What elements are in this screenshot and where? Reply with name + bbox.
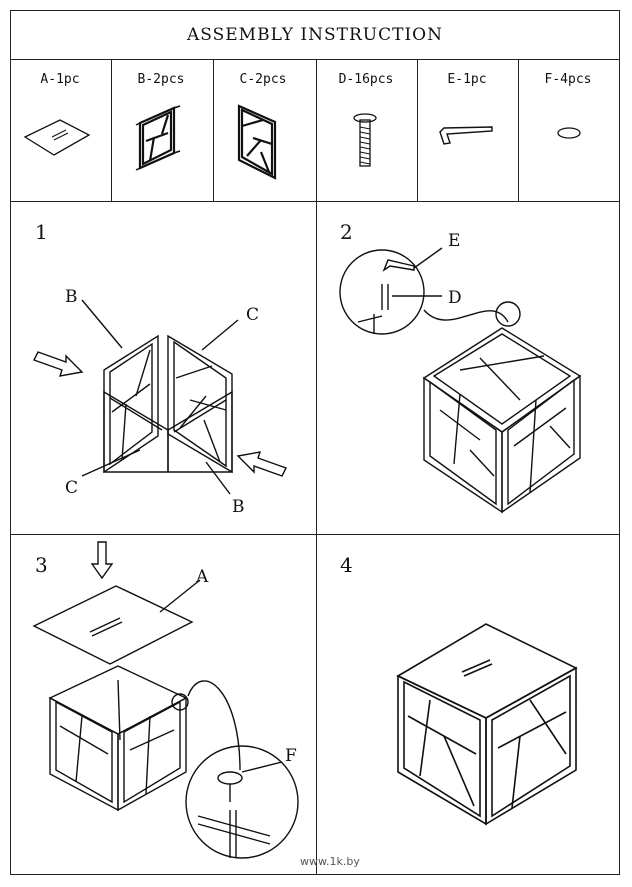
- page-title: ASSEMBLY INSTRUCTION: [187, 25, 443, 45]
- step-number-4: 4: [340, 553, 353, 577]
- callout-c-bottom: C: [65, 478, 79, 498]
- part-label-f: F-4pcs: [544, 72, 592, 87]
- divider: [10, 534, 620, 535]
- step3-glass-diagram: [32, 541, 299, 859]
- assembled-table-diagram: [396, 623, 578, 826]
- step2-screw-diagram: [339, 247, 582, 514]
- divider: [213, 59, 214, 201]
- divider: [316, 59, 317, 201]
- callout-b-top: B: [65, 287, 78, 307]
- screw-icon: [353, 113, 377, 167]
- part-label-e: E-1pc: [447, 72, 487, 87]
- allen-key-icon: [439, 126, 493, 145]
- divider: [518, 59, 519, 201]
- callout-a: A: [196, 567, 209, 587]
- step-number-3: 3: [35, 553, 48, 577]
- part-label-a: A-1pc: [40, 72, 80, 87]
- pad-icon: [557, 127, 581, 139]
- step1-frames-diagram: [33, 299, 287, 495]
- callout-c-top: C: [246, 305, 260, 325]
- callout-e: E: [448, 231, 461, 251]
- part-label-c: C-2pcs: [239, 72, 287, 87]
- part-label-b: B-2pcs: [137, 72, 185, 87]
- step-number-1: 1: [35, 220, 48, 244]
- side-frame-c-icon: [237, 104, 277, 180]
- callout-d: D: [448, 288, 462, 308]
- divider: [10, 59, 620, 60]
- divider: [111, 59, 112, 201]
- divider: [417, 59, 418, 201]
- divider: [10, 201, 620, 202]
- callout-b-bottom: B: [232, 497, 245, 517]
- callout-f: F: [285, 746, 297, 766]
- divider: [316, 201, 317, 875]
- part-label-d: D-16pcs: [338, 72, 394, 87]
- side-frame-b-icon: [135, 105, 181, 171]
- step-number-2: 2: [340, 220, 353, 244]
- glass-panel-icon: [23, 119, 91, 156]
- instruction-frame: [10, 10, 620, 875]
- watermark: www.1k.by: [300, 855, 360, 868]
